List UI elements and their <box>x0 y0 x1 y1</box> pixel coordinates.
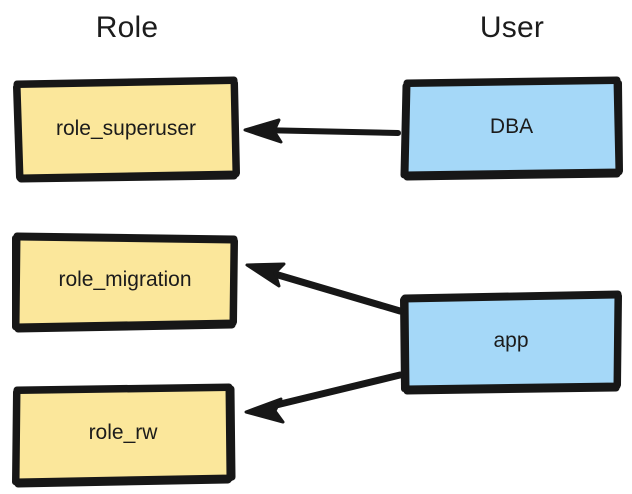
node-role-migration[interactable]: role_migration <box>12 232 238 333</box>
node-shape-role-migration <box>12 232 238 333</box>
node-dba[interactable]: DBA <box>400 76 623 181</box>
edge-app-to-role-rw <box>244 371 404 424</box>
edge-dba-to-role-superuser <box>243 118 401 144</box>
column-header-role: Role <box>95 11 159 44</box>
edge-app-to-role-migration <box>245 262 404 315</box>
node-shape-role-rw <box>12 383 236 488</box>
node-app[interactable]: app <box>400 290 622 395</box>
node-shape-app <box>400 290 622 395</box>
node-role-superuser[interactable]: role_superuser <box>13 76 240 183</box>
column-header-user: User <box>479 11 545 44</box>
node-label-dba: DBA <box>489 115 534 138</box>
node-label-role-migration: role_migration <box>58 268 192 291</box>
node-label-role-rw: role_rw <box>88 421 158 444</box>
node-shape-dba <box>400 76 623 181</box>
node-label-app: app <box>493 329 529 352</box>
node-shape-role-superuser <box>13 76 240 183</box>
node-role-rw[interactable]: role_rw <box>12 383 236 488</box>
node-label-role-superuser: role_superuser <box>55 117 197 140</box>
